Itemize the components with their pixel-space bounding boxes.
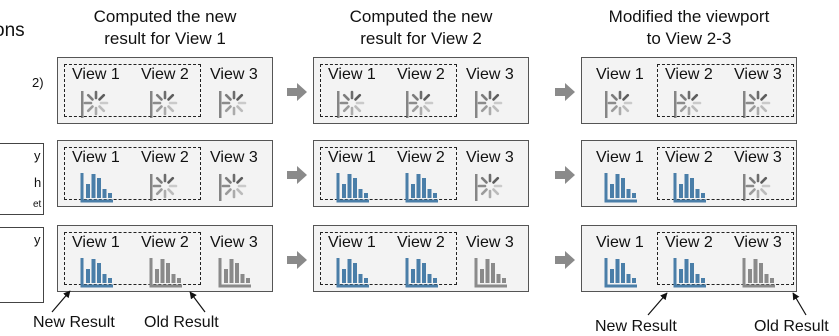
loading-spinner-icon [742,88,776,120]
bar-chart-new-icon [80,256,114,288]
view-label-1: View 1 [72,66,120,83]
loading-spinner-icon [474,171,508,203]
bar-chart-new-icon [336,256,370,288]
bar-chart-new-icon [673,256,707,288]
footer-old-result-left: Old Result [144,314,219,331]
viewport-frame [320,147,457,200]
left-line-2: h [34,175,42,190]
pointer-old-right [792,292,807,316]
loading-spinner-icon [218,88,252,120]
view-label-1: View 1 [72,234,120,251]
view-label-1: View 1 [328,234,376,251]
left-clipped-fragment: ons 2) y h et y [0,0,46,336]
loading-spinner-icon [149,88,183,120]
panel-row3-col1: View 1 View 2 View 3 [57,225,273,292]
right-arrow-icon [555,251,575,269]
viewport-frame [64,232,201,285]
bar-chart-old-icon [474,256,508,288]
pointer-new-right [647,292,668,316]
view-label-2: View 2 [665,66,713,83]
bar-chart-new-icon [604,256,638,288]
left-box-2 [0,227,44,303]
view-label-3: View 3 [734,66,782,83]
bar-chart-new-icon [336,171,370,203]
view-label-3: View 3 [210,149,258,166]
view-label-2: View 2 [141,149,189,166]
loading-spinner-icon [474,88,508,120]
viewport-frame [657,64,794,117]
footer-new-result-left: New Result [33,314,115,331]
view-label-2: View 2 [397,66,445,83]
view-label-3: View 3 [734,149,782,166]
loading-spinner-icon [80,88,114,120]
pointer-old-left [189,291,206,313]
loading-spinner-icon [673,88,707,120]
right-arrow-icon [287,251,307,269]
loading-spinner-icon [218,171,252,203]
view-label-2: View 2 [141,234,189,251]
view-label-3: View 3 [210,234,258,251]
panel-row1-col1: View 1 View 2 View 3 [57,57,273,124]
right-arrow-icon [555,166,575,184]
viewport-frame [657,147,794,200]
panel-row3-col3: View 1 View 2 View 3 [581,225,797,292]
left-title-fragment: ons [0,20,25,41]
view-label-1: View 1 [596,149,644,166]
view-label-2: View 2 [397,149,445,166]
view-label-1: View 1 [596,66,644,83]
left-line-1: y [34,148,41,163]
bar-chart-new-icon [80,171,114,203]
viewport-frame [64,147,201,200]
bar-chart-old-icon [742,256,776,288]
view-label-2: View 2 [665,149,713,166]
right-arrow-icon [555,83,575,101]
view-label-2: View 2 [141,66,189,83]
bar-chart-old-icon [149,256,183,288]
right-arrow-icon [287,83,307,101]
footer-old-result-right: Old Result [754,318,829,335]
panel-row2-col1: View 1 View 2 View 3 [57,140,273,207]
loading-spinner-icon [405,88,439,120]
view-label-1: View 1 [328,66,376,83]
loading-spinner-icon [742,171,776,203]
view-label-3: View 3 [466,66,514,83]
left-line-4: y [34,232,41,247]
view-label-1: View 1 [596,234,644,251]
footer-new-result-right: New Result [595,318,677,335]
view-label-1: View 1 [328,149,376,166]
loading-spinner-icon [604,88,638,120]
view-label-2: View 2 [665,234,713,251]
left-sub-fragment: 2) [32,75,44,90]
bar-chart-new-icon [604,171,638,203]
bar-chart-new-icon [673,171,707,203]
left-box-1 [0,143,44,215]
view-label-1: View 1 [72,149,120,166]
panel-row1-col2: View 1 View 2 View 3 [313,57,529,124]
panel-row2-col2: View 1 View 2 View 3 [313,140,529,207]
viewport-frame [64,64,201,117]
view-label-3: View 3 [210,66,258,83]
view-label-3: View 3 [734,234,782,251]
viewport-frame [657,232,794,285]
loading-spinner-icon [149,171,183,203]
view-label-2: View 2 [397,234,445,251]
loading-spinner-icon [336,88,370,120]
viewport-frame [320,64,457,117]
pointer-new-left [51,290,71,313]
view-label-3: View 3 [466,234,514,251]
panel-row3-col2: View 1 View 2 View 3 [313,225,529,292]
panel-row2-col3: View 1 View 2 View 3 [581,140,797,207]
left-line-3: et [33,199,42,210]
viewport-frame [320,232,457,285]
bar-chart-new-icon [405,256,439,288]
right-arrow-icon [287,166,307,184]
view-label-3: View 3 [466,149,514,166]
bar-chart-old-icon [218,256,252,288]
panel-row1-col3: View 1 View 2 View 3 [581,57,797,124]
bar-chart-new-icon [405,171,439,203]
